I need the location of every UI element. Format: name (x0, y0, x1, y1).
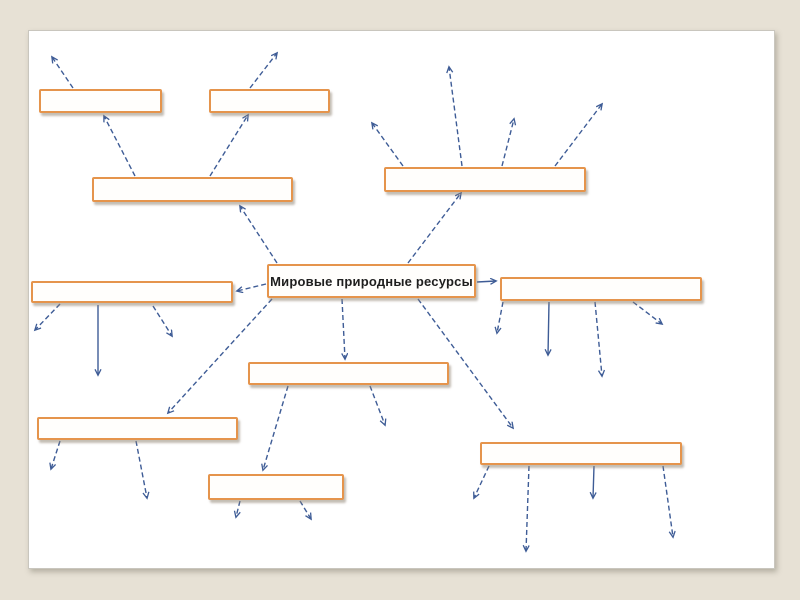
diagram-node-central: Мировые природные ресурсы (267, 264, 476, 298)
diagram-node-bottom-left (37, 417, 238, 440)
diagram-node-right-middle (500, 277, 702, 301)
diagram-node-center-bottom (248, 362, 449, 385)
diagram-node-top-right-wide (384, 167, 586, 192)
diagram-node-upper-left-wide (92, 177, 293, 202)
diagram-node-small-bottom (208, 474, 344, 500)
diagram-node-top-left-a (39, 89, 162, 113)
diagram-node-left-middle (31, 281, 233, 303)
central-node-label: Мировые природные ресурсы (270, 273, 473, 289)
diagram-node-bottom-right (480, 442, 682, 465)
diagram-node-top-left-b (209, 89, 330, 113)
